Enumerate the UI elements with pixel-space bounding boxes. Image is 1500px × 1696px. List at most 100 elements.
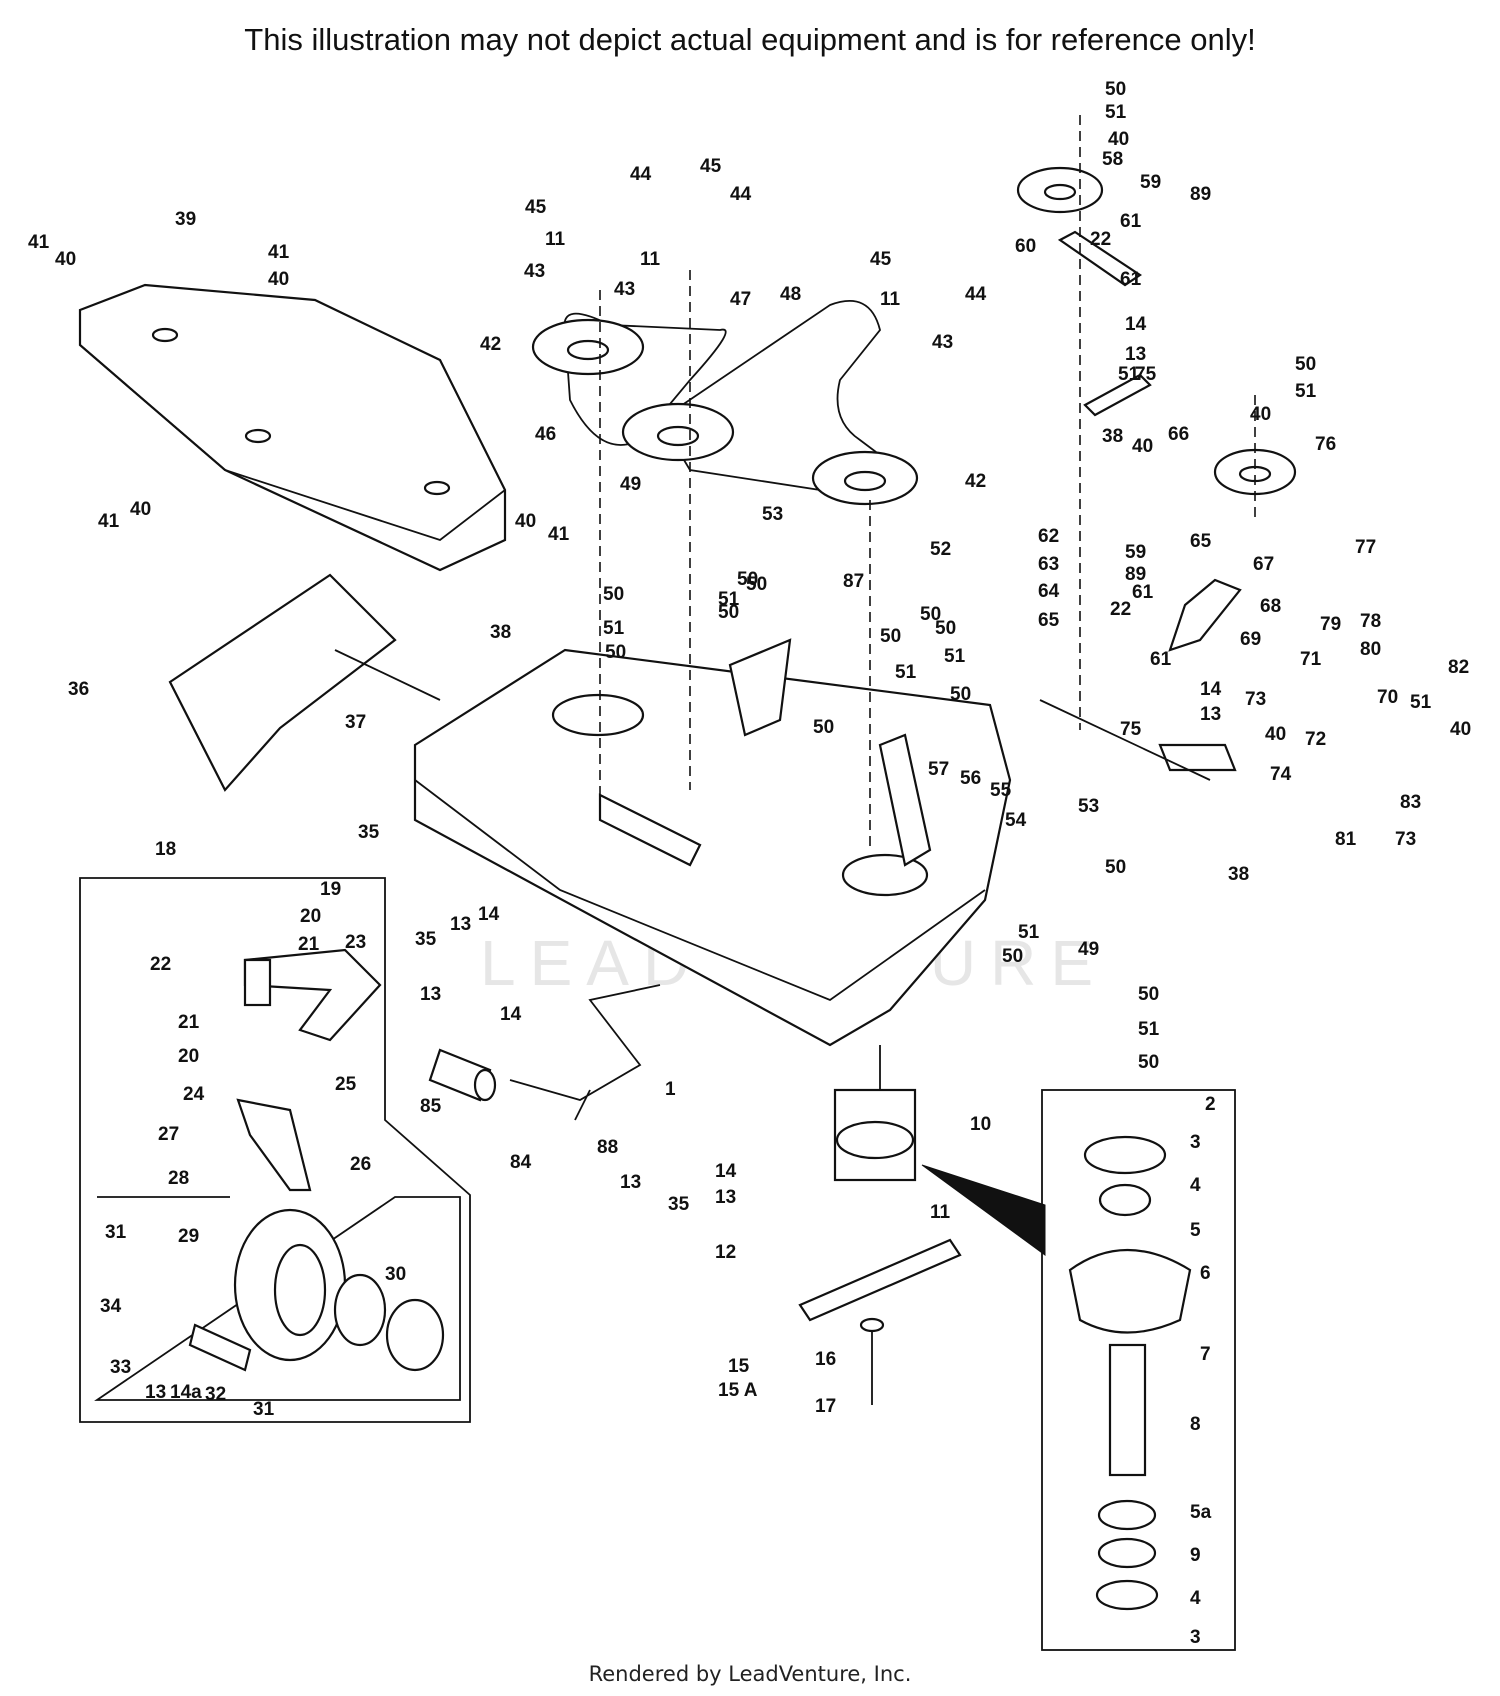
callout-53: 53 [1078,796,1099,817]
callout-50: 50 [737,569,758,590]
callout-50: 50 [880,626,901,647]
callout-5a: 5a [1190,1502,1212,1523]
callout-40: 40 [268,269,289,290]
spindle-and-blade [798,1088,962,1405]
callout-82: 82 [1448,657,1469,678]
callout-45: 45 [525,197,547,218]
idler-arm-67 [1168,578,1242,652]
callout-72: 72 [1305,729,1326,750]
callout-78: 78 [1360,611,1381,632]
callout-61: 61 [1120,269,1142,290]
disclaimer-text: This illustration may not depict actual … [244,22,1256,57]
callout-25: 25 [335,1074,357,1095]
render-credit: Rendered by LeadVenture, Inc. [588,1662,912,1686]
callout-50: 50 [950,684,971,705]
callout-50: 50 [603,584,624,605]
deck-cover [78,283,507,572]
callout-15-a: 15 A [718,1380,758,1401]
callout-14: 14 [1200,679,1222,700]
anti-scalp-roller [428,1048,497,1102]
callout-2: 2 [1205,1094,1216,1115]
callout-56: 56 [960,768,981,789]
callout-labels: 12334455a6789101111111112131313131313131… [28,79,1471,1648]
callout-37: 37 [345,712,366,733]
callout-41: 41 [98,511,120,532]
discharge-chute [168,573,441,792]
callout-35: 35 [415,929,437,950]
callout-69: 69 [1240,629,1261,650]
callout-59: 59 [1140,172,1161,193]
callout-67: 67 [1253,554,1274,575]
pulley-76 [1213,448,1297,496]
callout-38: 38 [1102,426,1123,447]
callout-8: 8 [1190,1414,1201,1435]
callout-51: 51 [1410,692,1432,713]
callout-23: 23 [345,932,366,953]
callout-28: 28 [168,1168,189,1189]
callout-50: 50 [1105,79,1126,100]
callout-5: 5 [1190,1220,1201,1241]
callout-50: 50 [935,618,956,639]
caster-wheel-assembly-box [79,877,471,1423]
callout-36: 36 [68,679,89,700]
callout-80: 80 [1360,639,1381,660]
callout-38: 38 [1228,864,1249,885]
pulley-center [621,402,735,462]
callout-14: 14 [478,904,500,925]
callout-87: 87 [843,571,864,592]
callout-18: 18 [155,839,176,860]
callout-21: 21 [178,1012,200,1033]
callout-13: 13 [1125,344,1146,365]
callout-14a: 14a [170,1382,202,1403]
callout-89: 89 [1190,184,1211,205]
callout-3: 3 [1190,1132,1201,1153]
callout-53: 53 [762,504,783,525]
callout-13: 13 [145,1382,166,1403]
callout-51: 51 [718,589,740,610]
callout-50: 50 [813,717,834,738]
deck-housing [413,638,1012,1047]
callout-58: 58 [1102,149,1123,170]
callout-71: 71 [1300,649,1322,670]
callout-40: 40 [1108,129,1129,150]
callout-50: 50 [1138,984,1159,1005]
callout-4: 4 [1190,1588,1201,1609]
callout-13: 13 [715,1187,736,1208]
callout-35: 35 [668,1194,690,1215]
callout-7: 7 [1200,1344,1211,1365]
callout-50: 50 [1105,857,1126,878]
callout-70: 70 [1377,687,1398,708]
callout-65: 65 [1038,610,1060,631]
callout-11: 11 [930,1202,951,1223]
callout-13: 13 [1200,704,1221,725]
callout-42: 42 [480,334,501,355]
callout-85: 85 [420,1096,442,1117]
roller-bracket [509,984,661,1121]
callout-20: 20 [178,1046,199,1067]
callout-13: 13 [620,1172,641,1193]
callout-6: 6 [1200,1263,1211,1284]
callout-40: 40 [1132,436,1153,457]
callout-13: 13 [420,984,441,1005]
callout-4: 4 [1190,1175,1201,1196]
callout-22: 22 [150,954,171,975]
callout-40: 40 [130,499,151,520]
callout-66: 66 [1168,424,1189,445]
callout-51: 51 [1118,364,1140,385]
pulley-58 [1016,166,1104,214]
callout-81: 81 [1335,829,1357,850]
callout-51: 51 [1138,1019,1160,1040]
callout-50: 50 [746,574,767,595]
callout-51: 51 [895,662,917,683]
pulley-left [531,318,645,376]
callout-75: 75 [1135,364,1157,385]
callout-50: 50 [605,642,626,663]
callout-46: 46 [535,424,556,445]
callout-40: 40 [515,511,536,532]
callout-10: 10 [970,1114,991,1135]
callout-41: 41 [268,242,290,263]
callout-40: 40 [1450,719,1471,740]
callout-55: 55 [990,780,1012,801]
callout-48: 48 [780,284,801,305]
callout-83: 83 [1400,792,1421,813]
